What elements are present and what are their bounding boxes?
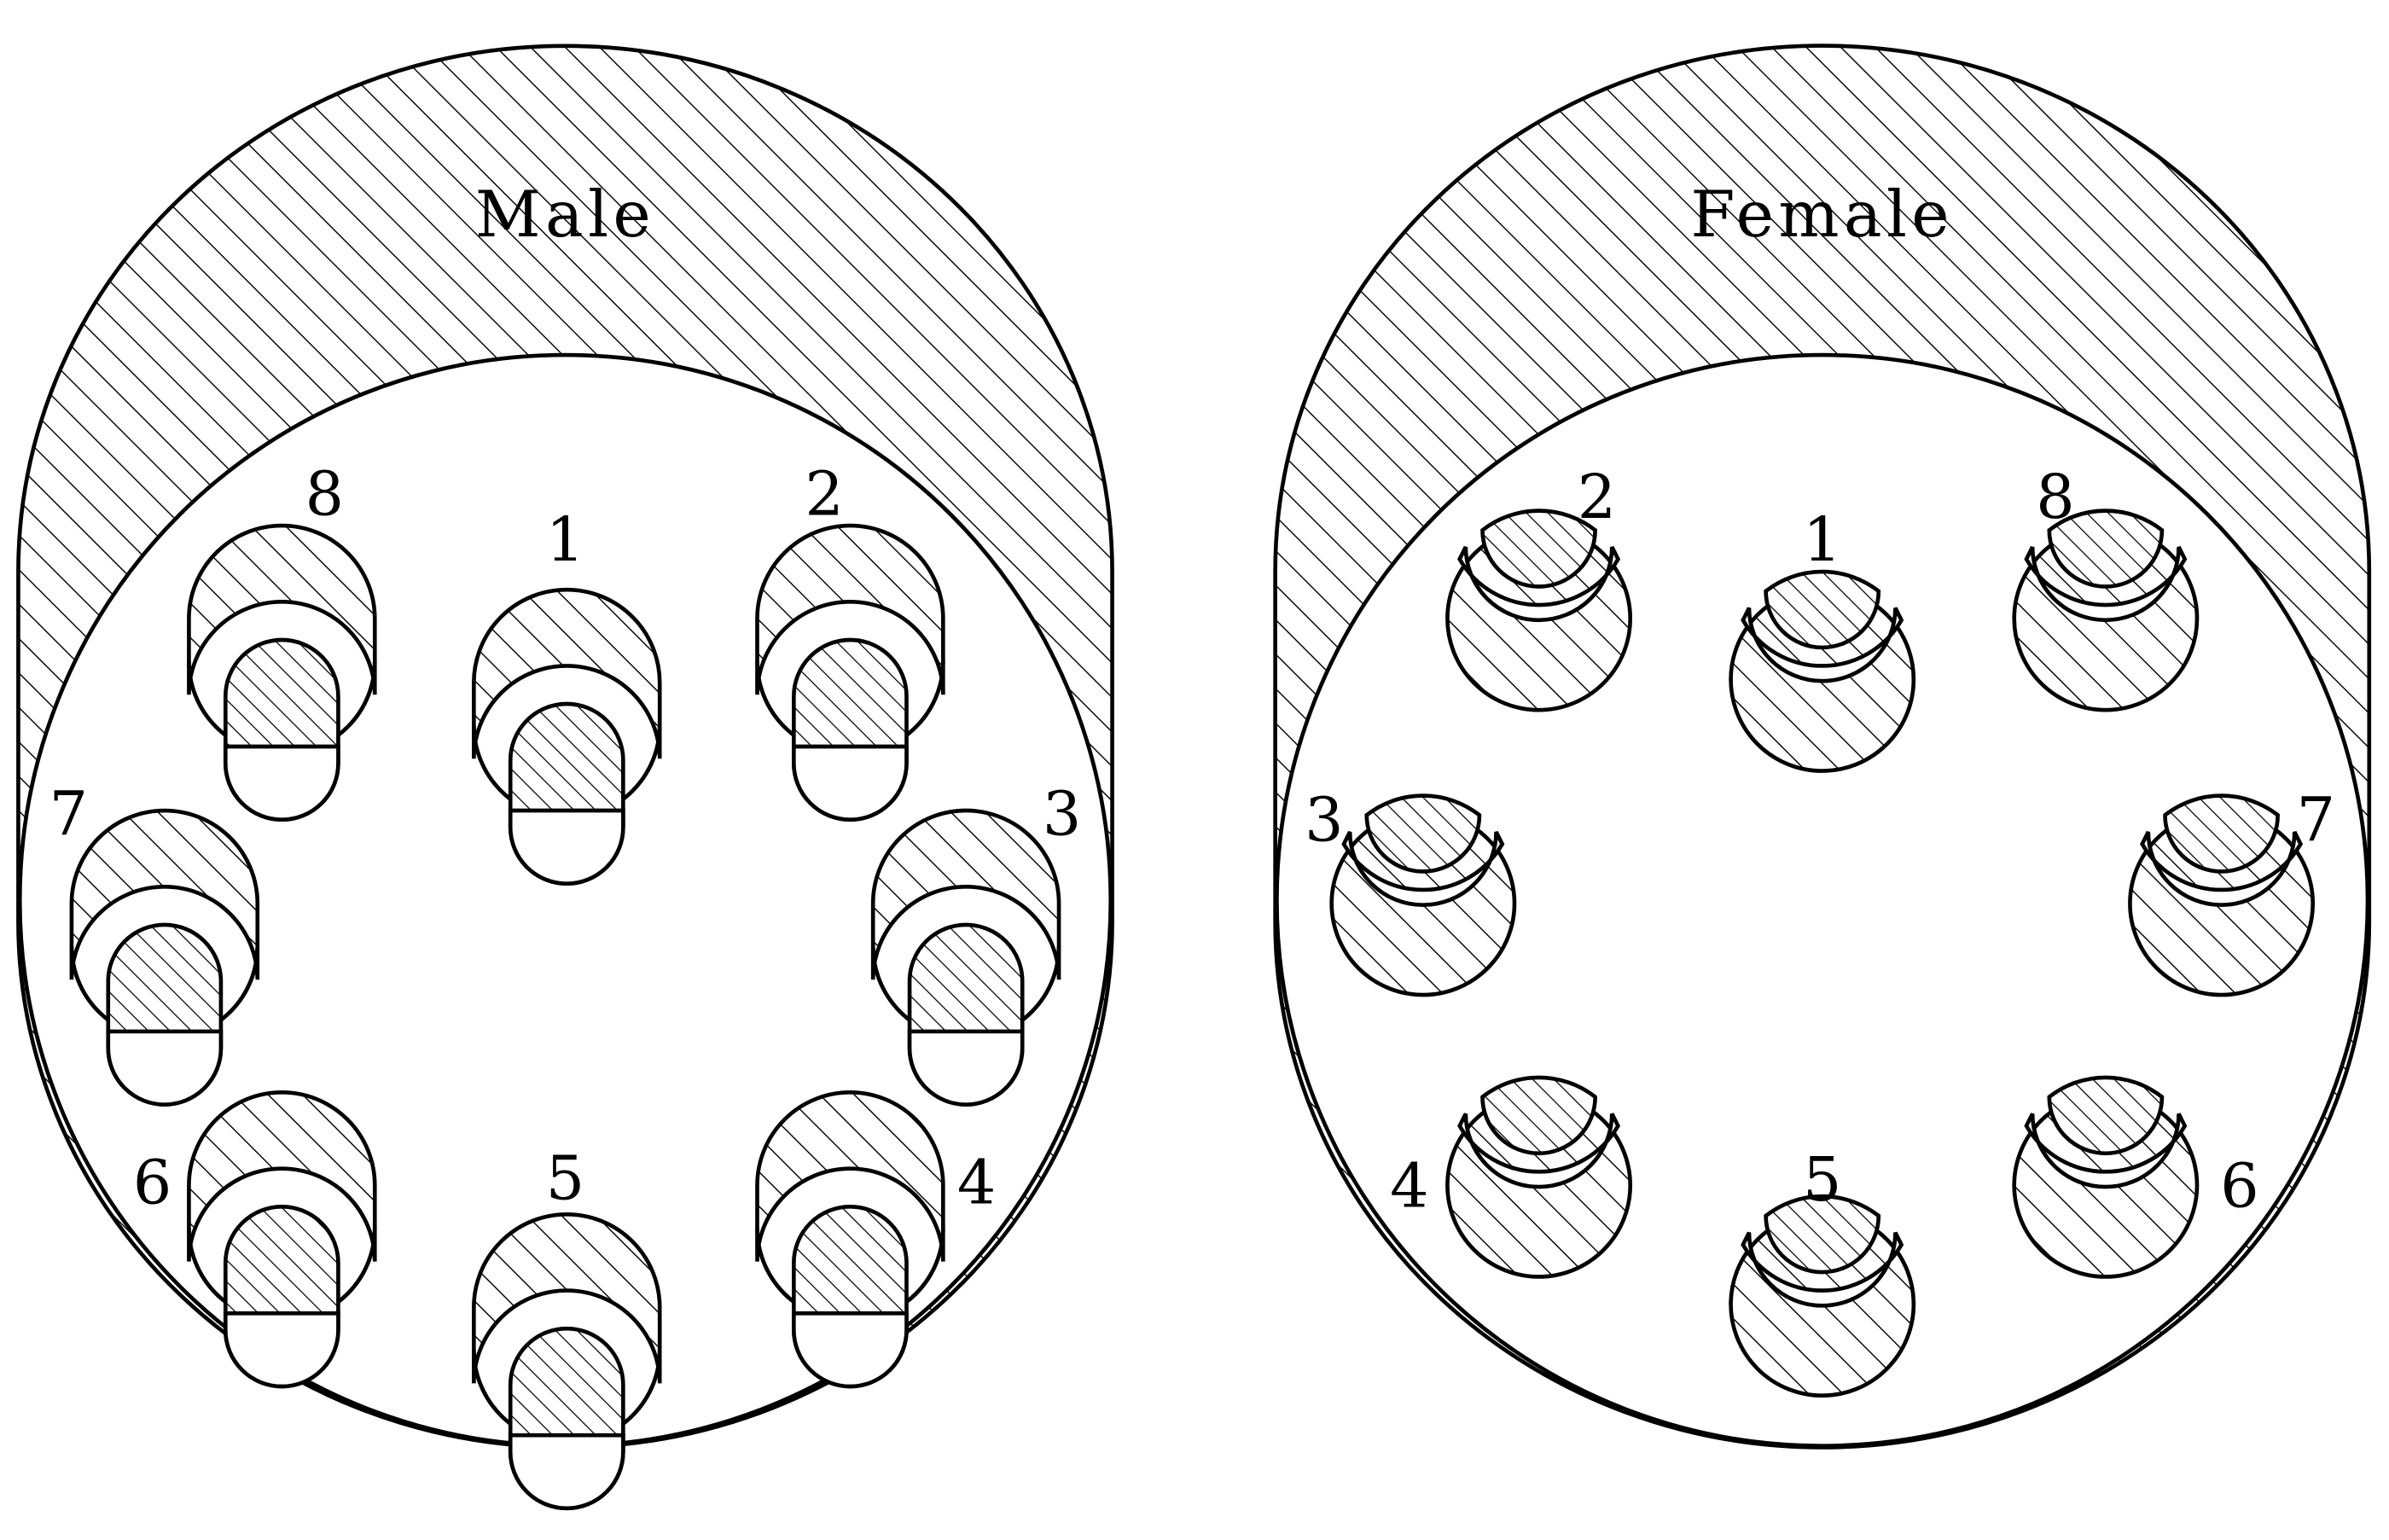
pin-tip xyxy=(907,1029,1025,1107)
female-socket-label-3: 3 xyxy=(1305,785,1343,856)
female-socket-7: 7 xyxy=(2128,785,2335,997)
male-pin-7: 7 xyxy=(49,779,260,1107)
socket-crescent xyxy=(1741,1231,1904,1308)
socket-crescent xyxy=(1457,546,1621,623)
female-socket-label-4: 4 xyxy=(1390,1150,1428,1221)
female-socket-6: 6 xyxy=(2012,1075,2259,1279)
male-pin-2: 2 xyxy=(755,459,945,822)
female-socket-1: 1 xyxy=(1729,504,1916,773)
socket-contact xyxy=(1764,569,1881,650)
socket-crescent xyxy=(1457,1113,1621,1189)
socket-crescent xyxy=(2140,830,2304,907)
male-pin-label-7: 7 xyxy=(49,779,88,850)
pin-tip xyxy=(792,744,909,822)
female-socket-2: 2 xyxy=(1445,462,1633,712)
female-socket-4: 4 xyxy=(1390,1075,1633,1279)
socket-contact xyxy=(1480,508,1597,589)
pin-tip xyxy=(106,1029,224,1107)
male-pin-group: 1 2 3 4 5 6 7 8 xyxy=(49,459,1081,1511)
female-socket-group: 1 2 3 4 5 6 7 8 xyxy=(1305,462,2335,1398)
socket-crescent xyxy=(1741,607,1904,683)
pin-tip xyxy=(223,1310,340,1389)
male-connector: Male 1 2 3 4 5 6 7 8 xyxy=(16,44,1114,1511)
female-socket-label-1: 1 xyxy=(1803,504,1841,575)
male-pin-label-4: 4 xyxy=(957,1148,996,1218)
female-socket-8: 8 xyxy=(2012,462,2200,712)
male-pin-label-3: 3 xyxy=(1043,779,1081,850)
male-pin-label-8: 8 xyxy=(305,459,344,530)
male-pin-3: 3 xyxy=(870,779,1081,1107)
male-pin-label-1: 1 xyxy=(546,504,584,575)
socket-contact xyxy=(2047,508,2165,589)
pin-tip xyxy=(223,744,340,822)
male-pin-5: 5 xyxy=(472,1142,662,1511)
socket-contact xyxy=(1480,1075,1597,1156)
male-pin-8: 8 xyxy=(187,459,377,822)
socket-contact xyxy=(2047,1075,2165,1156)
socket-contact xyxy=(1364,793,1482,874)
female-socket-label-2: 2 xyxy=(1578,462,1616,532)
socket-contact xyxy=(2163,793,2280,874)
socket-crescent xyxy=(2024,546,2188,623)
pin-tip xyxy=(508,808,625,886)
male-title: Male xyxy=(475,177,655,252)
male-pin-4: 4 xyxy=(755,1090,996,1389)
female-socket-3: 3 xyxy=(1305,785,1517,997)
female-socket-5: 5 xyxy=(1729,1144,1916,1398)
pin-tip xyxy=(792,1310,909,1389)
male-pin-6: 6 xyxy=(133,1090,377,1389)
male-pin-label-6: 6 xyxy=(133,1148,171,1218)
pin-tip xyxy=(508,1432,625,1511)
female-socket-label-7: 7 xyxy=(2297,785,2335,856)
female-socket-label-5: 5 xyxy=(1803,1144,1841,1215)
male-pin-1: 1 xyxy=(472,504,662,886)
female-title: Female xyxy=(1690,177,1954,252)
male-pin-label-5: 5 xyxy=(546,1142,584,1213)
socket-contact xyxy=(1764,1194,1881,1275)
socket-crescent xyxy=(1341,830,1505,907)
female-socket-label-6: 6 xyxy=(2220,1150,2258,1221)
socket-crescent xyxy=(2024,1113,2188,1189)
female-socket-label-8: 8 xyxy=(2036,462,2074,532)
male-pin-label-2: 2 xyxy=(805,459,843,530)
female-connector: Female 1 2 3 4 5 6 7 8 xyxy=(1273,44,2372,1450)
